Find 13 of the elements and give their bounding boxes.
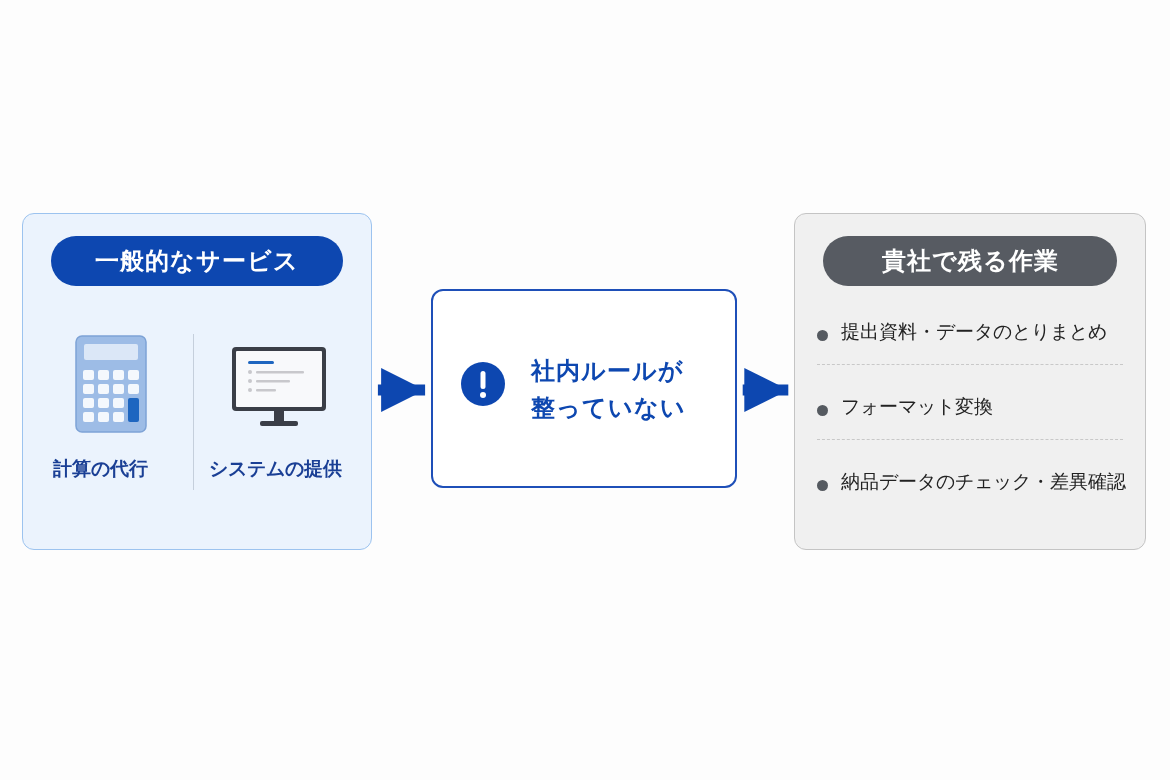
heading-pill: 一般的なサービス [51, 236, 343, 286]
task-item: 提出資料・データのとりまとめ [841, 320, 1107, 344]
service-label: システムの提供 [209, 456, 342, 481]
service-panel [22, 213, 372, 550]
task-item: フォーマット変換 [841, 395, 993, 419]
heading-pill: 貴社で残る作業 [823, 236, 1117, 286]
task-item: 納品データのチェック・差異確認 [841, 470, 1126, 494]
task-panel [794, 213, 1146, 550]
arrow [742, 368, 789, 412]
arrow [377, 368, 426, 412]
issue-box [431, 289, 737, 488]
service-label: 計算の代行 [53, 456, 148, 481]
issue-text: 社内ルールが整っていない [531, 356, 687, 424]
